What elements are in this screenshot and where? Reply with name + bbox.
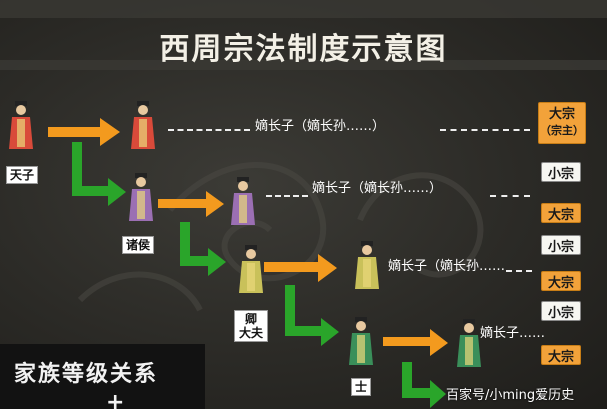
- footer-panel: [0, 344, 205, 409]
- green-arrow-3: [285, 285, 339, 346]
- green-arrow-2: [180, 222, 226, 276]
- figure-zhuhou-icon: [129, 173, 153, 221]
- rank-qing-dafu: 卿 大夫: [234, 310, 268, 342]
- figure-qing-icon: [239, 245, 263, 293]
- footer-text: 家族等级关系: [14, 361, 159, 387]
- chain-label-2: 嫡长子（嫡长孙……）: [312, 181, 443, 196]
- orange-arrows: [48, 118, 448, 356]
- rank-dafu: 大夫: [238, 326, 263, 340]
- dazong-box-4: 大宗: [541, 345, 581, 365]
- dash-line-2b: [490, 195, 530, 197]
- rank-zhuhou: 诸侯: [122, 236, 155, 254]
- dash-line-1: [168, 129, 250, 131]
- zongzhu-label: （宗主）: [540, 124, 584, 137]
- watermark: 百家号/小ming爱历史: [446, 388, 575, 403]
- footer-plus: +: [106, 390, 125, 409]
- orange-arrow-1: [48, 118, 120, 146]
- dazong-box-2: 大宗: [541, 203, 581, 223]
- figure-shi-icon: [349, 317, 373, 365]
- orange-arrow-3: [264, 254, 337, 282]
- dash-line-1b: [440, 129, 530, 131]
- green-arrow-4: [402, 362, 446, 408]
- xiaozong-box-2: 小宗: [541, 235, 581, 255]
- dash-line-3b: [506, 270, 532, 272]
- xiaozong-box-1: 小宗: [541, 162, 581, 182]
- chain-label-4: 嫡长子……: [480, 326, 546, 341]
- figure-tianzi-icon: [9, 101, 33, 149]
- rank-tianzi: 天子: [6, 166, 39, 184]
- dazong-zongzhu-box: 大宗 （宗主）: [538, 102, 586, 144]
- figure-heir-2-icon: [231, 177, 255, 225]
- rank-qing: 卿: [244, 312, 257, 326]
- dash-line-2: [266, 195, 308, 197]
- chain-label-1: 嫡长子（嫡长孙……）: [255, 119, 386, 134]
- page-title: 西周宗法制度示意图: [159, 32, 448, 67]
- chain-label-3: 嫡长子（嫡长孙……: [388, 259, 506, 274]
- orange-arrow-2: [158, 191, 224, 217]
- green-arrow-1: [72, 142, 126, 206]
- rank-shi: 士: [351, 378, 372, 396]
- dazong-label: 大宗: [548, 107, 575, 122]
- figure-heir-1-icon: [131, 101, 155, 149]
- dazong-box-3: 大宗: [541, 271, 581, 291]
- xiaozong-box-3: 小宗: [541, 301, 581, 321]
- orange-arrow-4: [383, 329, 448, 356]
- green-arrows: [72, 142, 446, 408]
- figure-heir-4-icon: [457, 319, 481, 367]
- figure-heir-3-icon: [355, 241, 379, 289]
